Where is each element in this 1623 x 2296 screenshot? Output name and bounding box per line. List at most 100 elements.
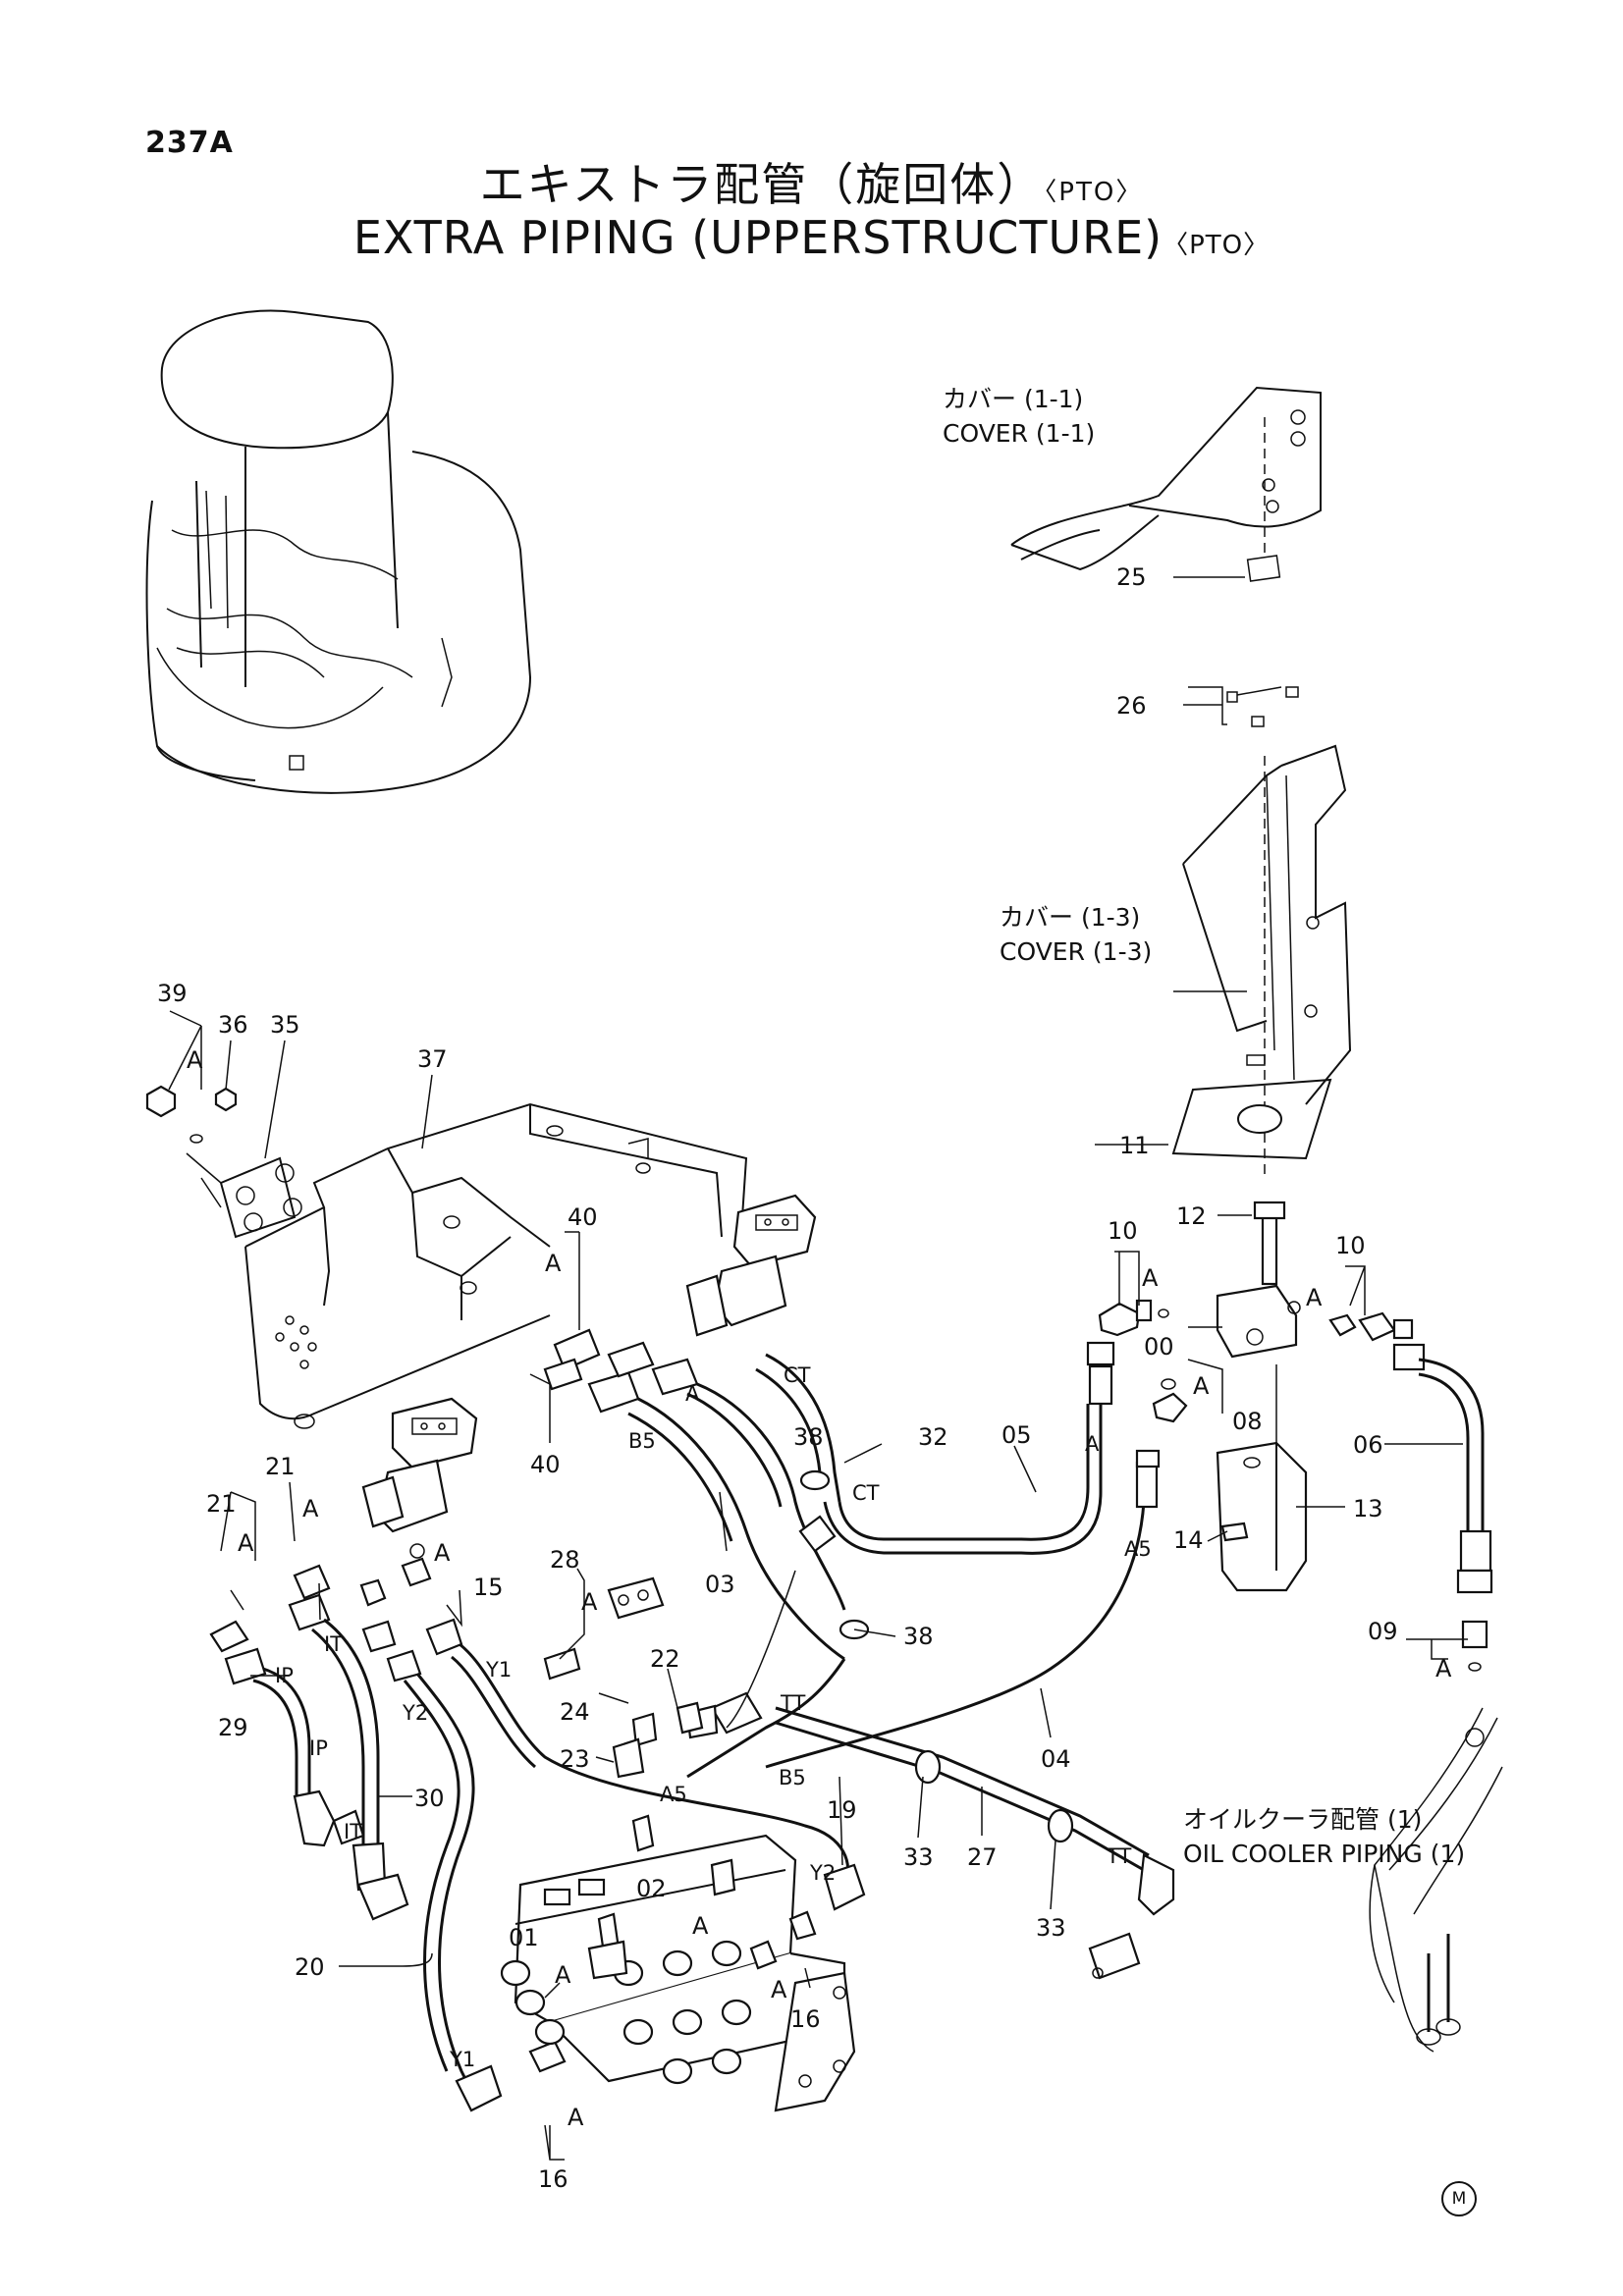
callout-A-4: A [1306,1284,1323,1311]
callout-05: 05 [1001,1421,1032,1449]
callout-21-top: 21 [265,1453,296,1480]
callout-38-top: 38 [793,1423,824,1451]
title-jp-tag: 〈PTO〉 [1044,178,1144,207]
callout-A-6: A [1435,1655,1452,1682]
callout-33-right: 33 [1036,1914,1066,1942]
callout-Y1-2: Y1 [449,2048,475,2071]
callout-06: 06 [1353,1431,1383,1459]
callout-A-9: A [434,1539,451,1567]
title-en-tag: 〈PTO〉 [1163,231,1271,260]
callout-37: 37 [417,1045,448,1073]
callout-23: 23 [560,1745,590,1773]
oil-cooler-en-label: OIL COOLER PIPING (1) [1183,1840,1465,1868]
callout-10-right: 10 [1335,1232,1366,1259]
callout-20: 20 [295,1953,325,1981]
callout-19: 19 [827,1796,857,1824]
callout-A-13: A [771,1976,787,2003]
callout-08: 08 [1232,1408,1263,1435]
callout-21-left: 21 [206,1490,237,1518]
callout-09: 09 [1368,1618,1398,1645]
callout-A5-2: A5 [660,1783,687,1806]
cover-1-1-en-label: COVER (1-1) [943,419,1095,448]
callout-IP-1: IP [275,1664,294,1687]
clips-26 [1183,686,1299,727]
title-jp-text: エキストラ配管（旋回体） [479,158,1045,211]
callout-A-1: A [187,1046,203,1074]
callout-A-5: A [1193,1372,1210,1400]
fittings-10 [1098,1299,1414,1423]
callout-04: 04 [1041,1745,1071,1773]
callout-Y2-1: Y2 [402,1701,428,1725]
title-english: EXTRA PIPING (UPPERSTRUCTURE)〈PTO〉 [0,211,1623,264]
callout-IT-2: IT [344,1820,362,1843]
callout-16-block: 16 [790,2005,821,2033]
callout-A-hose: A [685,1382,700,1406]
plate-35 [145,1085,302,1239]
callout-03: 03 [705,1571,735,1598]
callout-16-bottom: 16 [538,2165,568,2193]
cover-1-1 [1010,386,1322,582]
bracket-37 [244,1102,748,1429]
callout-CT-2: CT [852,1481,880,1505]
callout-IP-2: IP [309,1736,328,1760]
callout-01: 01 [509,1924,539,1951]
callout-29: 29 [218,1714,248,1741]
callout-Y2-2: Y2 [809,1861,836,1885]
small-fittings [401,1543,704,1852]
leader-lines [168,990,1468,2161]
callout-30: 30 [414,1785,445,1812]
cab-sketch [145,309,532,794]
callout-10-left: 10 [1108,1217,1138,1245]
callout-14: 14 [1173,1526,1204,1554]
callout-A-14: A [568,2104,584,2131]
callout-36: 36 [218,1011,248,1039]
cover-1-1-jp-label: カバー (1-1) [943,385,1083,413]
callout-A-8: A [302,1495,319,1522]
callout-40-bottom: 40 [530,1451,561,1478]
callout-33-left: 33 [903,1843,934,1871]
callout-12: 12 [1176,1202,1207,1230]
control-valve-left [361,1397,478,1533]
callout-A-12: A [555,1961,571,1989]
callout-02: 02 [636,1875,667,1902]
cover-1-3-jp-label: カバー (1-3) [1000,903,1140,932]
callout-A-11: A [692,1912,709,1940]
callout-39: 39 [157,980,188,1007]
hose-06 [1392,1343,1493,1672]
callout-A-10: A [581,1588,598,1616]
callout-27: 27 [967,1843,998,1871]
callout-28: 28 [550,1546,580,1574]
callout-TT-1: TT [780,1691,805,1715]
callout-40-top: 40 [568,1203,598,1231]
callout-24: 24 [560,1698,590,1726]
hose-05 [823,1341,1115,1555]
callout-A-hose05: A [1085,1432,1100,1456]
callout-CT-1: CT [784,1363,811,1387]
control-valve-center [685,1194,817,1337]
callout-IT-1: IT [324,1632,343,1656]
callout-Y1-1: Y1 [485,1658,512,1682]
page-number: 237A [145,126,234,160]
callout-35: 35 [270,1011,300,1039]
callout-11: 11 [1119,1132,1150,1159]
callout-A-2: A [545,1250,562,1277]
callout-A-7: A [238,1529,254,1557]
callout-38-mid: 38 [903,1623,934,1650]
corner-mark-circle: M [1441,2181,1477,2216]
callout-B5-1: B5 [628,1429,656,1453]
callout-13: 13 [1353,1495,1383,1522]
callout-25: 25 [1116,563,1147,591]
callout-TT-2: TT [1106,1844,1131,1868]
oil-cooler-jp-label: オイルクーラ配管 (1) [1183,1805,1422,1834]
callout-A-3: A [1142,1264,1159,1292]
callout-22: 22 [650,1645,680,1673]
title-en-text: EXTRA PIPING (UPPERSTRUCTURE) [352,211,1163,264]
title-japanese: エキストラ配管（旋回体）〈PTO〉 [0,149,1623,214]
callout-00: 00 [1144,1333,1174,1361]
callouts: 39 36 35 37 A 40 A 40 25 26 11 12 10 10 … [157,563,1452,2193]
callout-B5-2: B5 [779,1766,806,1789]
callout-32: 32 [918,1423,948,1451]
callout-A5-hose04: A5 [1124,1537,1152,1561]
cover-1-3-en-label: COVER (1-3) [1000,937,1152,966]
